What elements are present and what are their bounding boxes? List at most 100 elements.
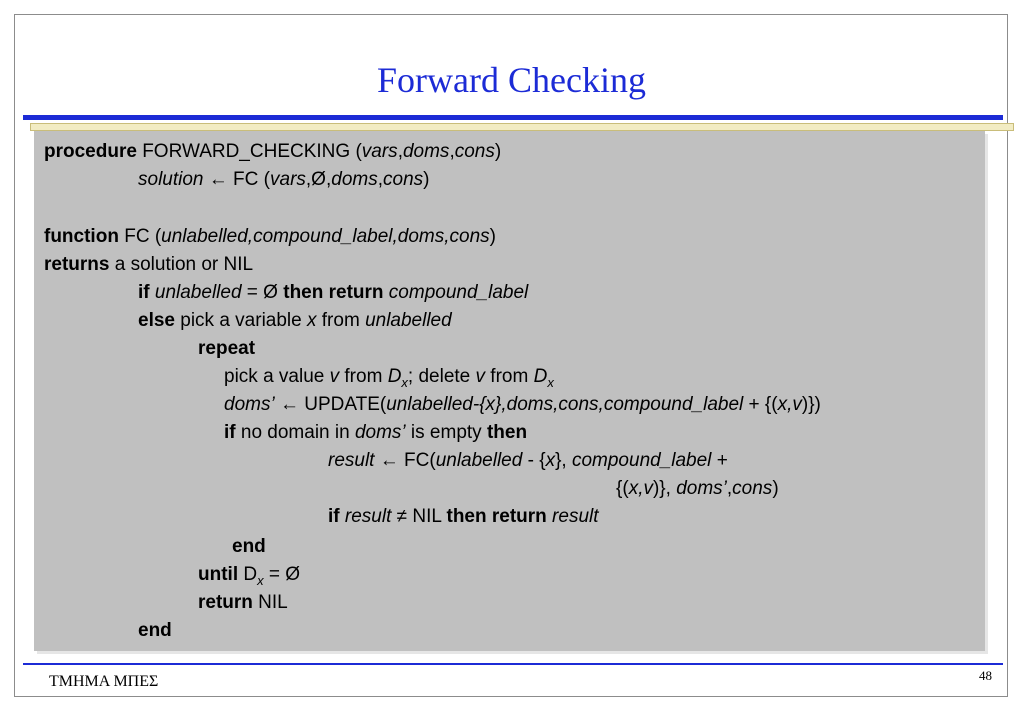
code-text: , [397,141,403,162]
code-text: ≠ NIL [391,506,447,527]
keyword: if [328,506,340,527]
code-text: , [726,478,733,499]
keyword: if [138,282,150,303]
code-text: from [316,310,366,331]
code-text: , [377,169,383,190]
code-italic: result [546,506,599,527]
footer-department: ΤΜΗΜΑ ΜΠΕΣ [49,673,159,690]
code-line-pick-value: pick a value v from Dx; delete v from Dx [224,366,554,394]
code-line-if-empty: if no domain in doms’ is empty then [224,422,527,444]
keyword: until [198,564,239,585]
code-line-function: function FC (unlabelled,compound_label,d… [44,226,496,248]
code-italic: v [329,366,340,387]
code-italic: result [328,450,375,471]
code-text: from [485,366,534,387]
code-text: = Ø [263,564,301,585]
keyword: return [198,592,253,613]
keyword: then return [283,282,384,303]
title-accent-bar [30,123,1014,131]
code-italic: x,v [777,394,802,415]
keyword: then return [446,506,547,527]
code-text: D [238,564,258,585]
keyword: returns [44,254,110,275]
code-italic: D [387,366,402,387]
code-text: )}) [801,394,821,415]
code-text: , [449,141,455,162]
code-italic: vars [270,169,306,190]
code-italic: doms’ [354,422,406,443]
code-line-if-unlabelled: if unlabelled = Ø then return compound_l… [138,282,528,304]
code-text: from [339,366,388,387]
code-text: pick a variable [174,310,307,331]
code-line-returns: returns a solution or NIL [44,254,253,276]
keyword: then [486,422,528,443]
code-line-return-nil: return NIL [198,592,288,614]
code-text: ; delete [407,366,476,387]
keyword: else [138,310,175,331]
code-line-until: until Dx = Ø [198,564,300,592]
code-text: FC ( [118,226,162,247]
code-italic: doms [331,169,378,190]
code-text: )}, [652,478,677,499]
code-text: FORWARD_CHECKING ( [136,141,362,162]
code-italic: compound_label [571,450,712,471]
code-italic: D [533,366,548,387]
code-text: ,Ø, [305,169,332,190]
code-line-else: else pick a variable x from unlabelled [138,310,452,332]
code-text: + {( [743,394,778,415]
code-text: ← FC( [374,450,436,471]
code-italic: unlabelled [365,310,452,331]
code-line-end-outer: end [138,620,172,642]
slide-title: Forward Checking [377,60,646,100]
keyword: repeat [198,338,256,359]
page-number: 48 [979,668,992,683]
keyword: procedure [44,141,137,162]
code-italic: unlabelled-{x},doms,cons,compound_label [386,394,744,415]
code-italic: result [339,506,392,527]
code-subscript: x [401,374,408,390]
code-text: ) [494,141,502,162]
code-italic: doms’ [676,478,727,499]
keyword: end [232,536,266,557]
code-text: NIL [252,592,288,613]
code-italic: v [475,366,486,387]
code-italic: compound_label [383,282,529,303]
code-italic: cons [383,169,424,190]
code-italic: x [545,450,556,471]
code-italic: unlabelled,compound_label,doms,cons [161,226,490,247]
code-text: ← FC ( [203,169,270,190]
code-line-end-inner: end [232,536,266,558]
keyword: end [138,620,172,641]
code-text: ← UPDATE( [274,394,387,415]
code-italic: cons [454,141,495,162]
title-underline [23,115,1003,120]
code-text: - { [522,450,546,471]
code-text: = Ø [241,282,284,303]
code-line-update: doms’ ← UPDATE(unlabelled-{x},doms,cons,… [224,394,821,416]
keyword: function [44,226,119,247]
code-text: pick a value [224,366,330,387]
code-text: + [711,450,728,471]
code-italic: doms’ [224,394,275,415]
code-text: a solution or NIL [109,254,254,275]
code-italic: solution [138,169,204,190]
code-subscript: x [547,374,554,390]
code-italic: unlabelled [149,282,242,303]
code-italic: unlabelled [435,450,523,471]
code-text: ) [423,169,430,190]
code-italic: x,v [628,478,653,499]
code-text: ) [772,478,779,499]
code-text: no domain in [235,422,355,443]
code-line-repeat: repeat [198,338,255,360]
code-text: ) [489,226,496,247]
code-line-solution: solution ← FC (vars,Ø,doms,cons) [138,169,429,191]
code-line-if-result: if result ≠ NIL then return result [328,506,599,528]
code-italic: x [307,310,317,331]
code-text: {( [616,478,629,499]
footer-rule [23,663,1003,665]
code-line-result-args: {(x,v)}, doms’,cons) [616,478,779,500]
code-italic: cons [732,478,773,499]
code-text: }, [555,450,572,471]
code-italic: vars [361,141,398,162]
code-subscript: x [257,572,264,588]
